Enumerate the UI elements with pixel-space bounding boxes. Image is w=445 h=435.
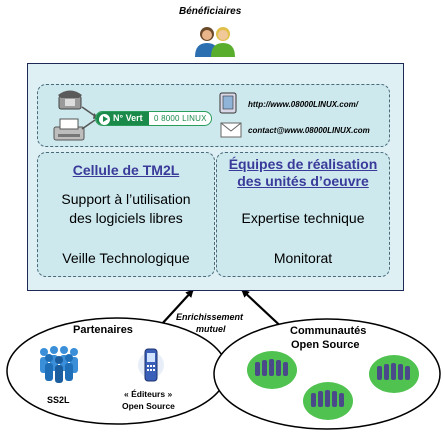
beneficiaires-label: Bénéficiaires — [179, 6, 242, 17]
ss2l-label: SS2L — [47, 395, 70, 405]
communautes-title-1: Communautés — [290, 325, 367, 337]
community-group-icon — [369, 355, 419, 393]
people-group-icon — [40, 346, 78, 383]
community-group-icon — [247, 351, 297, 389]
equipes-line2: Monitorat — [273, 250, 333, 266]
editeurs-label-1: « Éditeurs » — [124, 389, 173, 399]
cellule-line2: des logiciels libres — [69, 210, 183, 226]
website-icon — [219, 92, 237, 114]
community-group-icon — [303, 382, 353, 420]
communautes-ellipse — [213, 318, 441, 430]
cellule-box: Cellule de TM2L Support à l’utilisation … — [37, 152, 215, 277]
fax-icon — [53, 118, 85, 141]
email-icon — [220, 122, 242, 138]
users-icon — [195, 27, 235, 57]
green-number-label: N° Vert — [113, 113, 143, 123]
editeurs-label-2: Open Source — [122, 401, 175, 411]
telephone-icon — [58, 90, 82, 110]
enrichissement-line2: mutuel — [196, 324, 226, 334]
green-number-badge: N° Vert 0 8000 LINUX — [95, 111, 212, 126]
communautes-title-2: Open Source — [291, 339, 360, 351]
green-number-value: 0 8000 LINUX — [154, 113, 207, 123]
enrichissement-line1: Enrichissement — [176, 312, 244, 322]
partenaires-title: Partenaires — [73, 324, 133, 336]
equipes-line1: Expertise technique — [241, 210, 365, 226]
contact-email[interactable]: contact@www.08000LINUX.com — [248, 126, 370, 135]
website-url[interactable]: http://www.08000LINUX.com/ — [248, 100, 358, 109]
cellule-line1: Support à l’utilisation — [61, 191, 191, 207]
play-icon — [99, 113, 110, 125]
equipes-title-2: des unités d’oeuvre — [237, 173, 369, 189]
cellule-title: Cellule de TM2L — [72, 162, 180, 178]
equipes-title-1: Équipes de réalisation — [228, 156, 378, 172]
equipes-box: Équipes de réalisation des unités d’oeuv… — [216, 152, 390, 277]
cellule-line3: Veille Technologique — [62, 250, 190, 266]
mobile-phone-icon — [138, 348, 164, 382]
